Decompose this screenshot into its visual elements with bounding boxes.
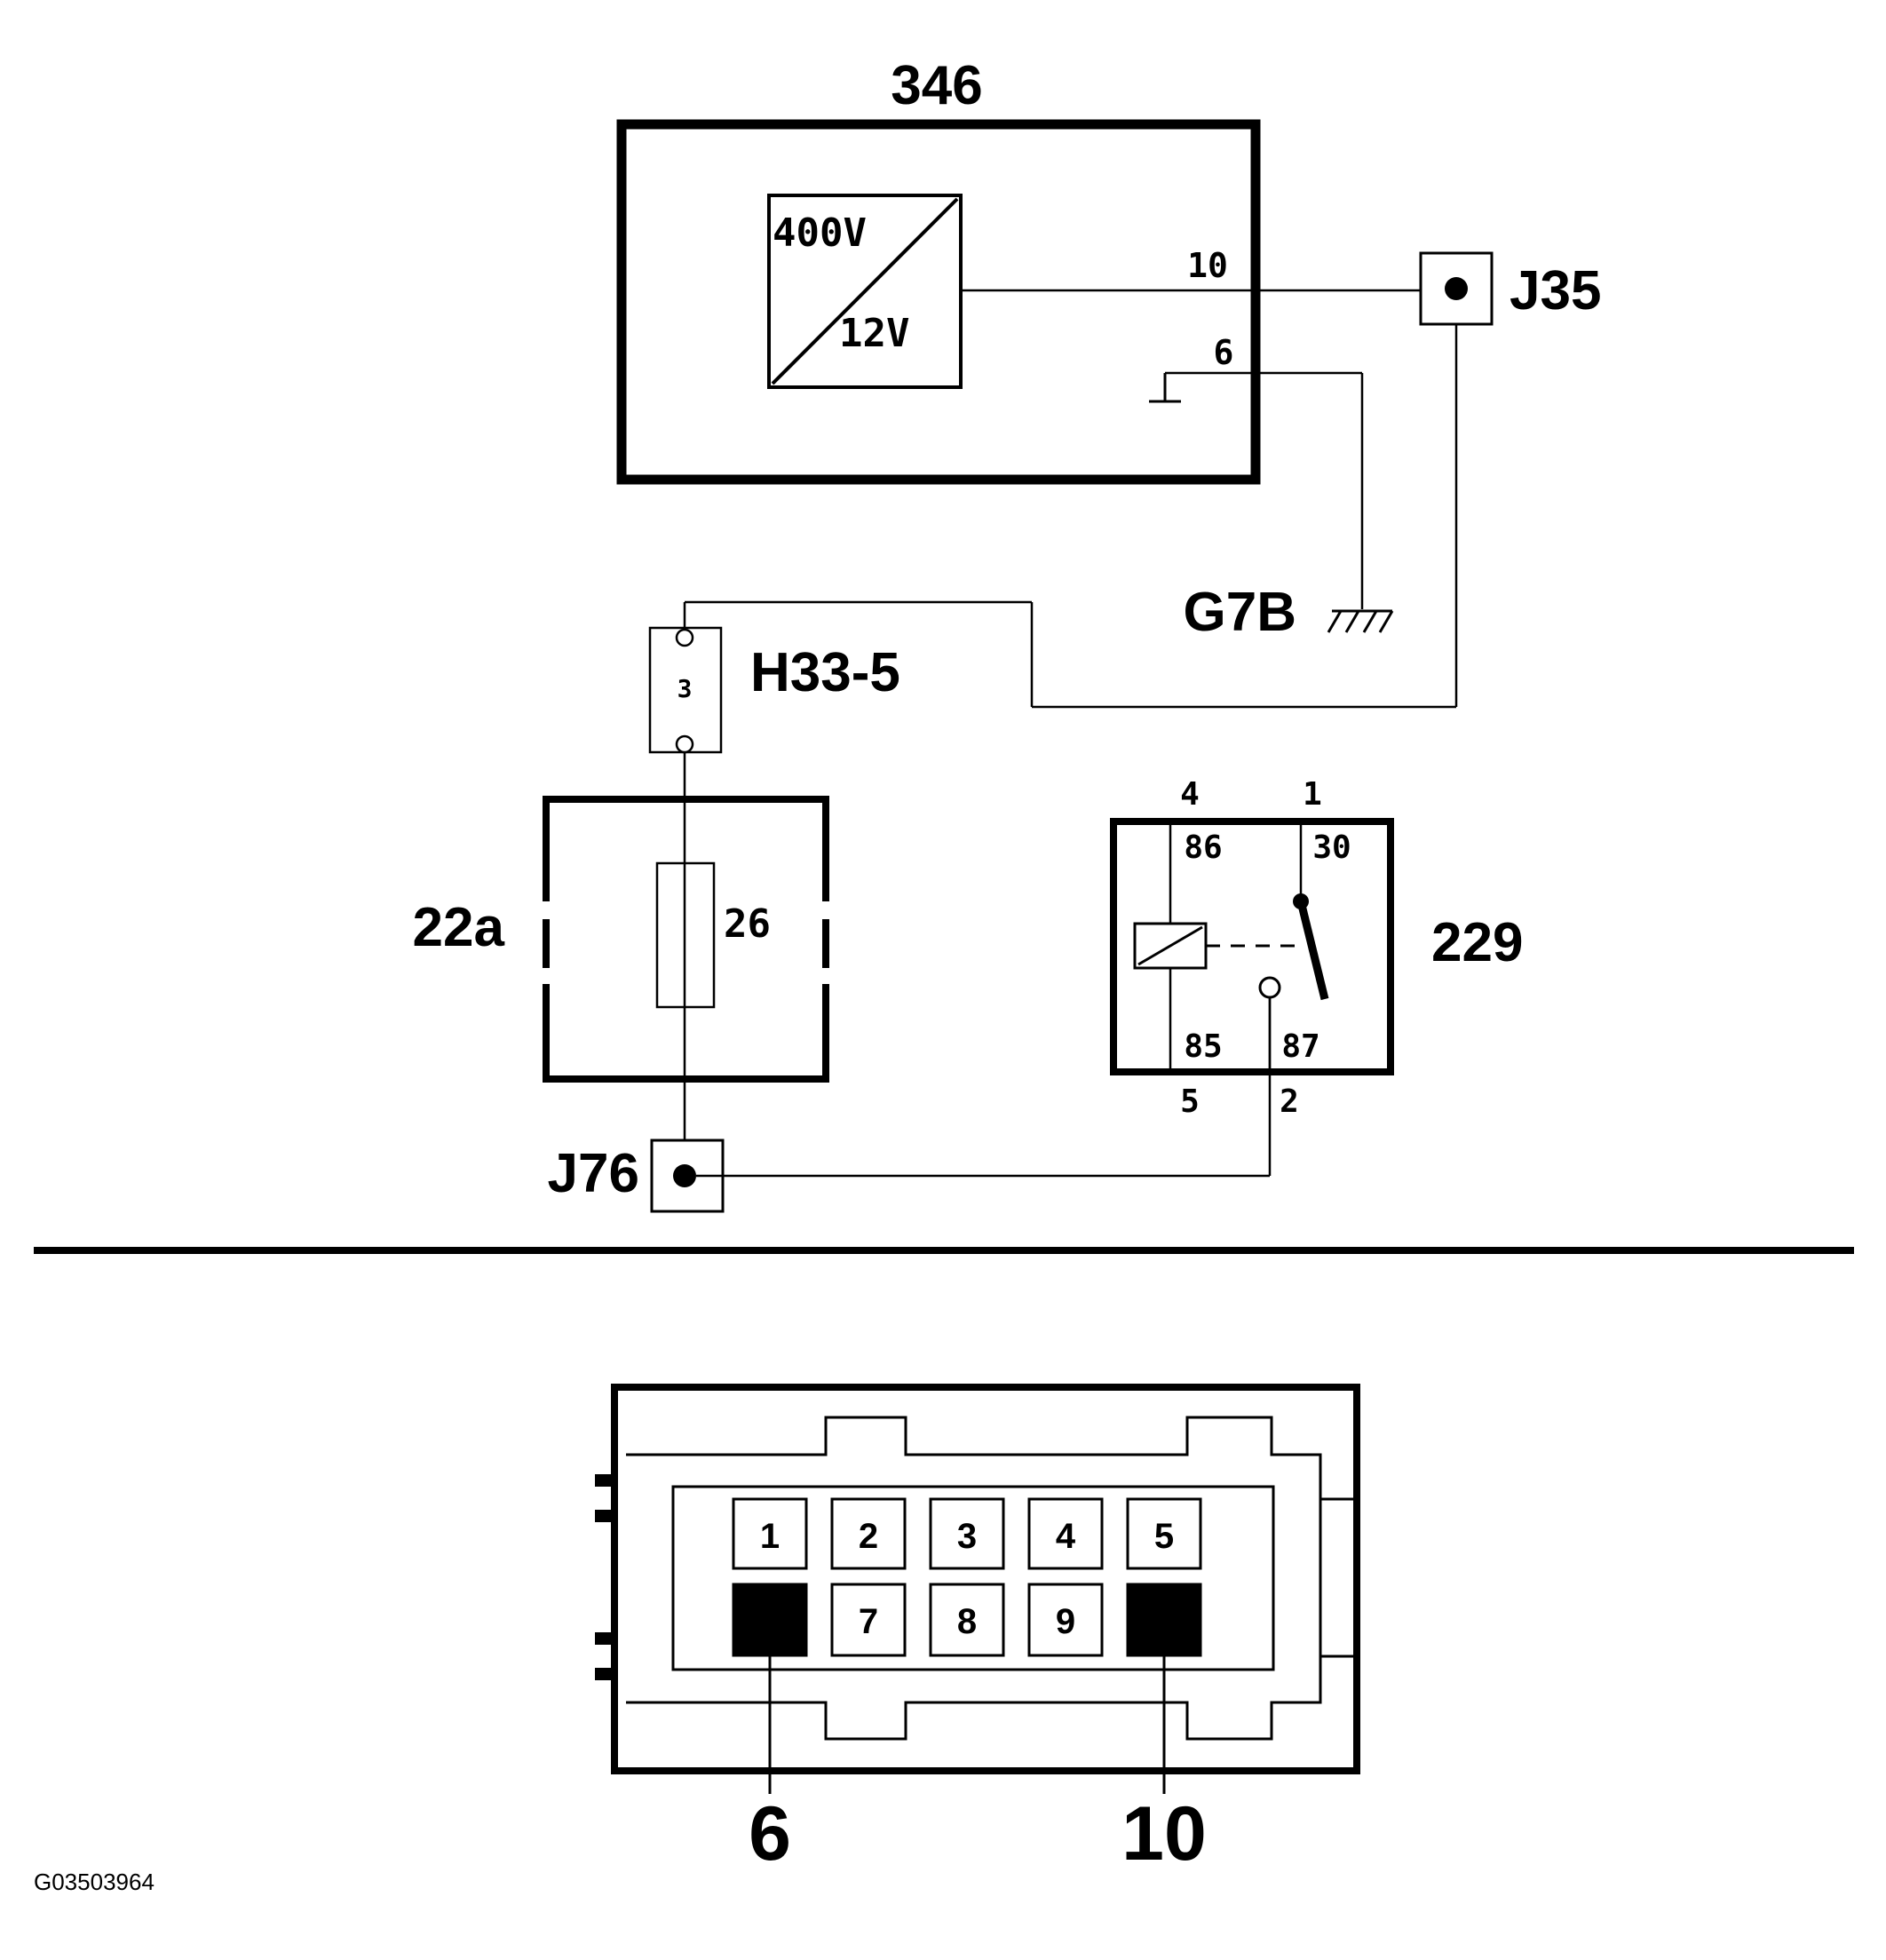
- relay-term-85: 85: [1184, 1028, 1222, 1065]
- connector-pin-row-top: 1 2 3 4 5: [732, 1497, 1202, 1570]
- connector-pin-4-label: 4: [1056, 1517, 1076, 1556]
- converter-output-voltage: 12V: [839, 311, 909, 356]
- connector-pin-9: [1027, 1583, 1104, 1657]
- connector-pin-2: [830, 1497, 907, 1570]
- junction-j35-dot: [1445, 277, 1468, 300]
- connector-tab-2: [595, 1510, 614, 1522]
- relay-pin-2: 2: [1280, 1083, 1299, 1120]
- connector-pin-8: [929, 1583, 1005, 1657]
- fuse-number: 26: [724, 901, 771, 947]
- ground-hatch-4: [1378, 610, 1394, 633]
- figure-code: G03503964: [34, 1869, 155, 1895]
- connector-pin-4: [1027, 1497, 1104, 1570]
- converter-diagonal: [771, 197, 959, 385]
- connector-h33-top-pin: [675, 628, 694, 647]
- connector-pin-7-label: 7: [859, 1602, 878, 1641]
- callout-pin-6: 6: [749, 1791, 791, 1877]
- connector-pin-row-bottom: 7 8 9: [732, 1583, 1202, 1657]
- relay-switch-arm: [1296, 900, 1329, 1001]
- connector-pin-6-highlighted: [732, 1583, 808, 1657]
- connector-tab-4: [595, 1668, 614, 1680]
- ground-hatch-1: [1327, 610, 1343, 633]
- relay-coil-diagonal: [1137, 925, 1203, 966]
- connector-h33-pin-number: 3: [678, 674, 693, 703]
- connector-pin-5: [1126, 1497, 1202, 1570]
- connector-pin-7: [830, 1583, 907, 1657]
- relay-label: 229: [1431, 912, 1523, 973]
- converter-pin-10: 10: [1187, 246, 1228, 285]
- junction-j35-label: J35: [1510, 260, 1601, 321]
- ground-label: G7B: [1184, 582, 1296, 643]
- relay-term-30: 30: [1312, 829, 1351, 866]
- connector-pin-3-label: 3: [957, 1517, 977, 1556]
- connector-pin-8-label: 8: [957, 1602, 977, 1641]
- connector-pin-1: [732, 1497, 808, 1570]
- connector-key-outline: [626, 1416, 1322, 1741]
- connector-pin-1-label: 1: [760, 1517, 780, 1556]
- connector-pin-2-label: 2: [859, 1517, 878, 1556]
- relay-box: [1110, 818, 1394, 1075]
- junction-j76-dot: [673, 1164, 696, 1187]
- connector-pin-3: [929, 1497, 1005, 1570]
- fuse-box-label: 22a: [413, 897, 505, 958]
- converter-label: 346: [891, 55, 982, 116]
- relay-term-86: 86: [1184, 829, 1222, 866]
- connector-h33-bottom-pin: [675, 734, 694, 754]
- converter-pin-6: 6: [1214, 333, 1234, 372]
- converter-box: [616, 119, 1261, 485]
- relay-pin-5: 5: [1180, 1083, 1200, 1120]
- relay-term-87: 87: [1281, 1028, 1319, 1065]
- connector-housing: [611, 1384, 1360, 1774]
- relay-pin-1: 1: [1303, 776, 1322, 813]
- connector-h33-label: H33-5: [750, 642, 900, 703]
- ground-hatch-2: [1344, 610, 1360, 633]
- connector-pin-9-label: 9: [1056, 1602, 1075, 1641]
- ground-hatch-3: [1362, 610, 1378, 633]
- connector-pin-5-label: 5: [1154, 1517, 1174, 1556]
- fuse-box-outline: [543, 796, 829, 1083]
- connector-cavity: [671, 1485, 1275, 1671]
- relay-pin-4: 4: [1180, 776, 1200, 813]
- connector-pin-10-highlighted: [1126, 1583, 1202, 1657]
- callout-pin-10: 10: [1121, 1791, 1207, 1877]
- connector-tab-1: [595, 1474, 614, 1487]
- relay-switch-pivot: [1293, 893, 1309, 909]
- connector-tab-3: [595, 1632, 614, 1645]
- junction-j76-label: J76: [548, 1143, 639, 1204]
- converter-input-voltage: 400V: [773, 210, 867, 256]
- relay-contact-87: [1258, 976, 1281, 999]
